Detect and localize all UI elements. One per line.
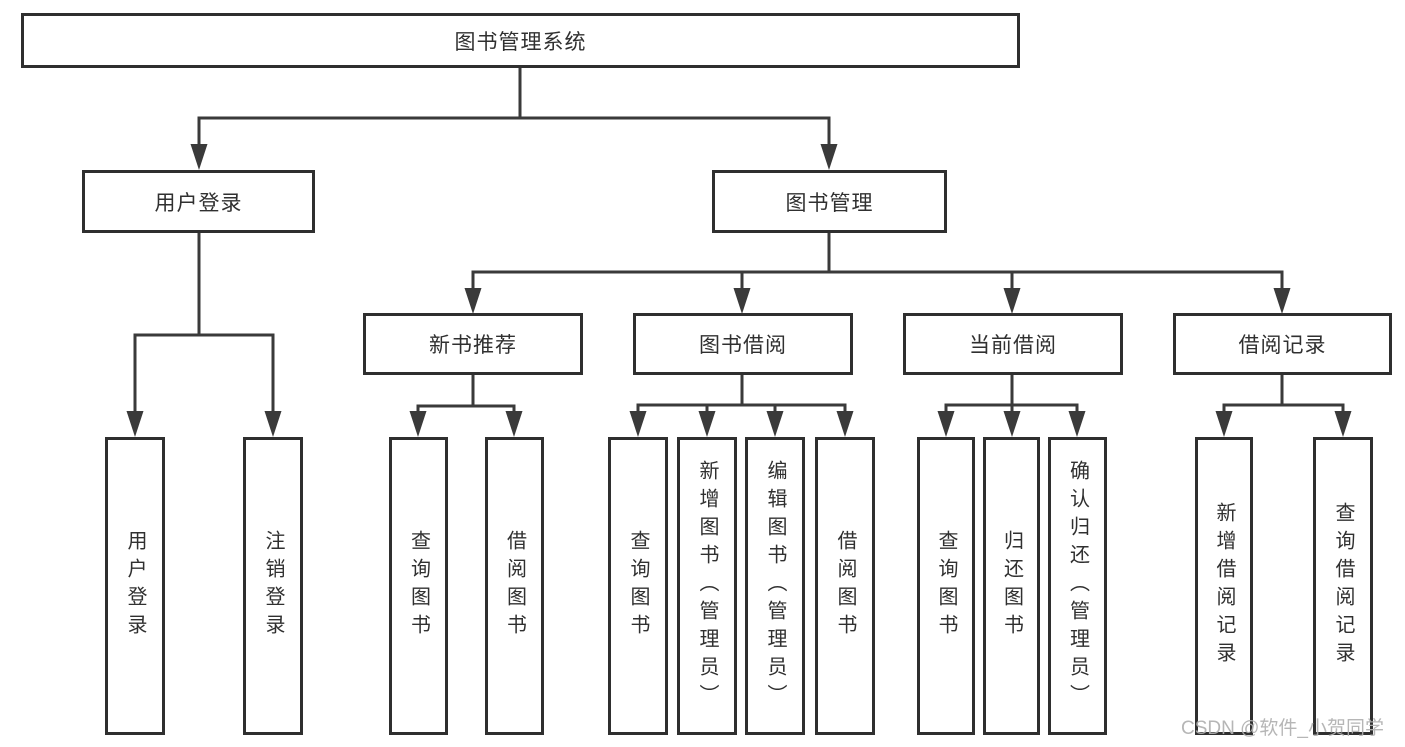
leaf-bb-query-books: 查询图书 (608, 437, 668, 735)
arrowhead (505, 411, 523, 437)
leaf-logout: 注销登录 (243, 437, 303, 735)
arrowhead (820, 144, 838, 170)
node-label: 图书管理 (785, 191, 874, 215)
leaf-br-add-record: 新增借阅记录 (1195, 437, 1253, 735)
root-node: 图书管理系统 (21, 13, 1020, 68)
leaf-user-login: 用户登录 (105, 437, 165, 735)
arrowhead (1003, 288, 1021, 314)
connector-g1-split (636, 403, 847, 413)
node-label: 查询图书 (407, 530, 430, 642)
arrowhead (1003, 411, 1021, 437)
connector-level2-mid (740, 272, 1014, 292)
arrowhead (264, 411, 282, 437)
node-label: 查询借阅记录 (1332, 502, 1354, 670)
group-header-book-borrow: 图书借阅 (633, 313, 853, 375)
arrowhead (937, 411, 955, 437)
arrowhead (126, 411, 144, 437)
node-label: 编辑图书（管理员） (764, 460, 786, 712)
node-book-management: 图书管理 (712, 170, 947, 233)
group-header-new-book-recommend: 新书推荐 (363, 313, 583, 375)
node-label: 借阅图书 (834, 530, 856, 642)
leaf-bb-add-books-admin: 新增图书（管理员） (677, 437, 737, 735)
node-label: 借阅图书 (503, 530, 526, 642)
node-label: 图书借阅 (699, 334, 787, 357)
arrowhead (698, 411, 716, 437)
node-label: 借阅记录 (1238, 334, 1327, 357)
arrowhead (464, 288, 482, 314)
leaf-nb-borrow-books: 借阅图书 (485, 437, 544, 735)
arrowhead (1215, 411, 1233, 437)
node-label: 注销登录 (262, 530, 284, 642)
arrowhead (629, 411, 647, 437)
node-label: 用户登录 (124, 530, 146, 642)
leaf-nb-query-books: 查询图书 (389, 437, 448, 735)
leaf-bb-borrow-books: 借阅图书 (815, 437, 875, 735)
arrowhead (1273, 288, 1291, 314)
watermark: CSDN @软件_小贺同学 (1181, 718, 1384, 739)
arrowhead (1068, 411, 1086, 437)
node-user-login: 用户登录 (82, 170, 315, 233)
leaf-cb-return-books: 归还图书 (983, 437, 1040, 735)
leaf-cb-query-books: 查询图书 (917, 437, 975, 735)
arrowhead (1334, 411, 1352, 437)
leaf-br-query-record: 查询借阅记录 (1313, 437, 1373, 735)
node-label: 新增图书（管理员） (696, 460, 718, 712)
node-label: 新书推荐 (429, 334, 517, 357)
connector-g3-split (1222, 403, 1345, 413)
connector-level1 (197, 116, 831, 150)
node-label: 查询图书 (935, 530, 957, 642)
node-label: 确认归还（管理员） (1066, 460, 1089, 712)
node-label: 查询图书 (627, 530, 649, 642)
connector-level2 (471, 270, 1284, 292)
arrowhead (836, 411, 854, 437)
arrowhead (409, 411, 427, 437)
node-label: 图书管理系统 (454, 30, 587, 54)
node-label: 当前借阅 (969, 334, 1057, 357)
arrowhead (190, 144, 208, 170)
leaf-bb-edit-books-admin: 编辑图书（管理员） (745, 437, 805, 735)
leaf-cb-confirm-return-admin: 确认归还（管理员） (1048, 437, 1107, 735)
group-header-borrow-records: 借阅记录 (1173, 313, 1392, 375)
node-label: 新增借阅记录 (1213, 502, 1235, 670)
node-label: 归还图书 (1000, 530, 1023, 642)
arrowhead (733, 288, 751, 314)
connector-g2-split (944, 403, 1079, 413)
connector-g0-split (416, 404, 516, 413)
arrowhead (766, 411, 784, 437)
connector-userlogin-split (133, 333, 275, 413)
group-header-current-borrow: 当前借阅 (903, 313, 1123, 375)
node-label: 用户登录 (154, 191, 243, 215)
